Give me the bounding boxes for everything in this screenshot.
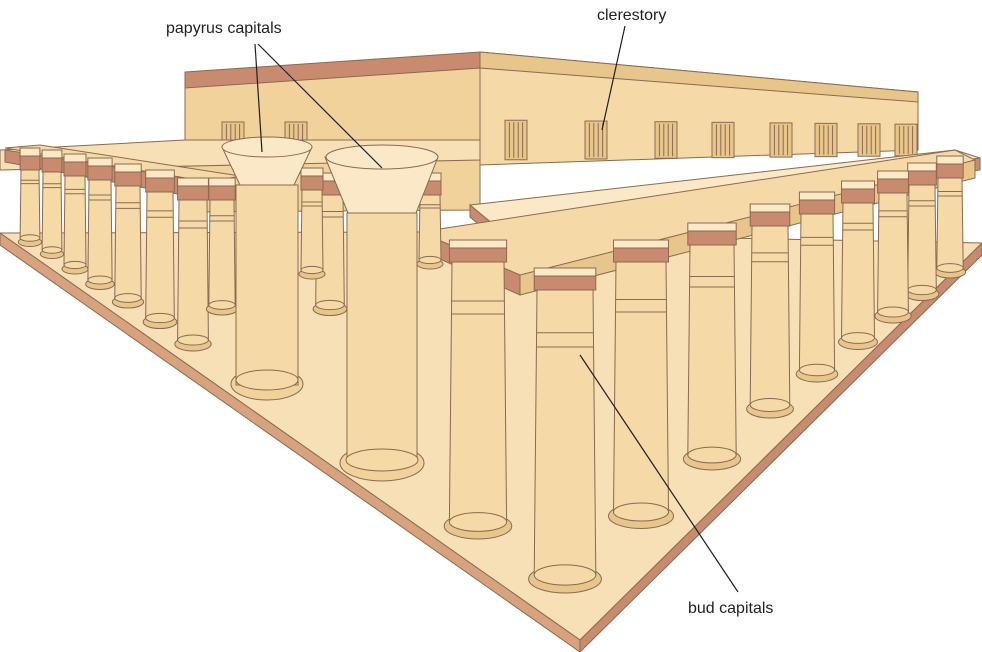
papyrus-columns [221,136,439,482]
leader-bud [579,354,739,593]
bud-column [85,157,115,290]
bud-column [528,267,602,594]
window-grille [584,120,608,160]
window-grille [504,119,528,161]
annotations: papyrus capitals clerestory bud capitals [166,7,773,617]
bud-column [443,239,513,540]
papyrus-column-1 [221,136,313,401]
bud-column [174,177,212,352]
window-grille [894,123,918,157]
bud-column [205,177,239,316]
papyrus-column-2 [324,144,439,482]
window-grille [769,122,793,158]
label-clerestory: clerestory [597,7,666,24]
bud-column [39,149,65,259]
label-bud-capitals: bud capitals [688,600,773,617]
columns [17,147,967,419]
window-grille [711,121,735,159]
window-grille [814,122,838,158]
window-grille [654,121,678,159]
bud-columns [443,222,742,594]
label-papyrus-capitals: papyrus capitals [166,20,282,37]
bud-column [111,163,145,309]
bud-column [61,153,89,275]
leader-clerestory [601,25,626,131]
bud-column [746,203,794,419]
bud-column [933,155,967,279]
bud-column [874,170,912,324]
bud-column [142,169,178,329]
bud-column [838,180,878,350]
leader-papyrus-2 [257,43,383,169]
bud-column [17,147,43,247]
bud-column [795,191,839,383]
window-grille [857,123,881,157]
leader-papyrus-1 [254,43,263,153]
bud-column [298,167,326,280]
bud-column [682,222,742,471]
bud-column [904,162,940,301]
bud-column [608,239,674,529]
